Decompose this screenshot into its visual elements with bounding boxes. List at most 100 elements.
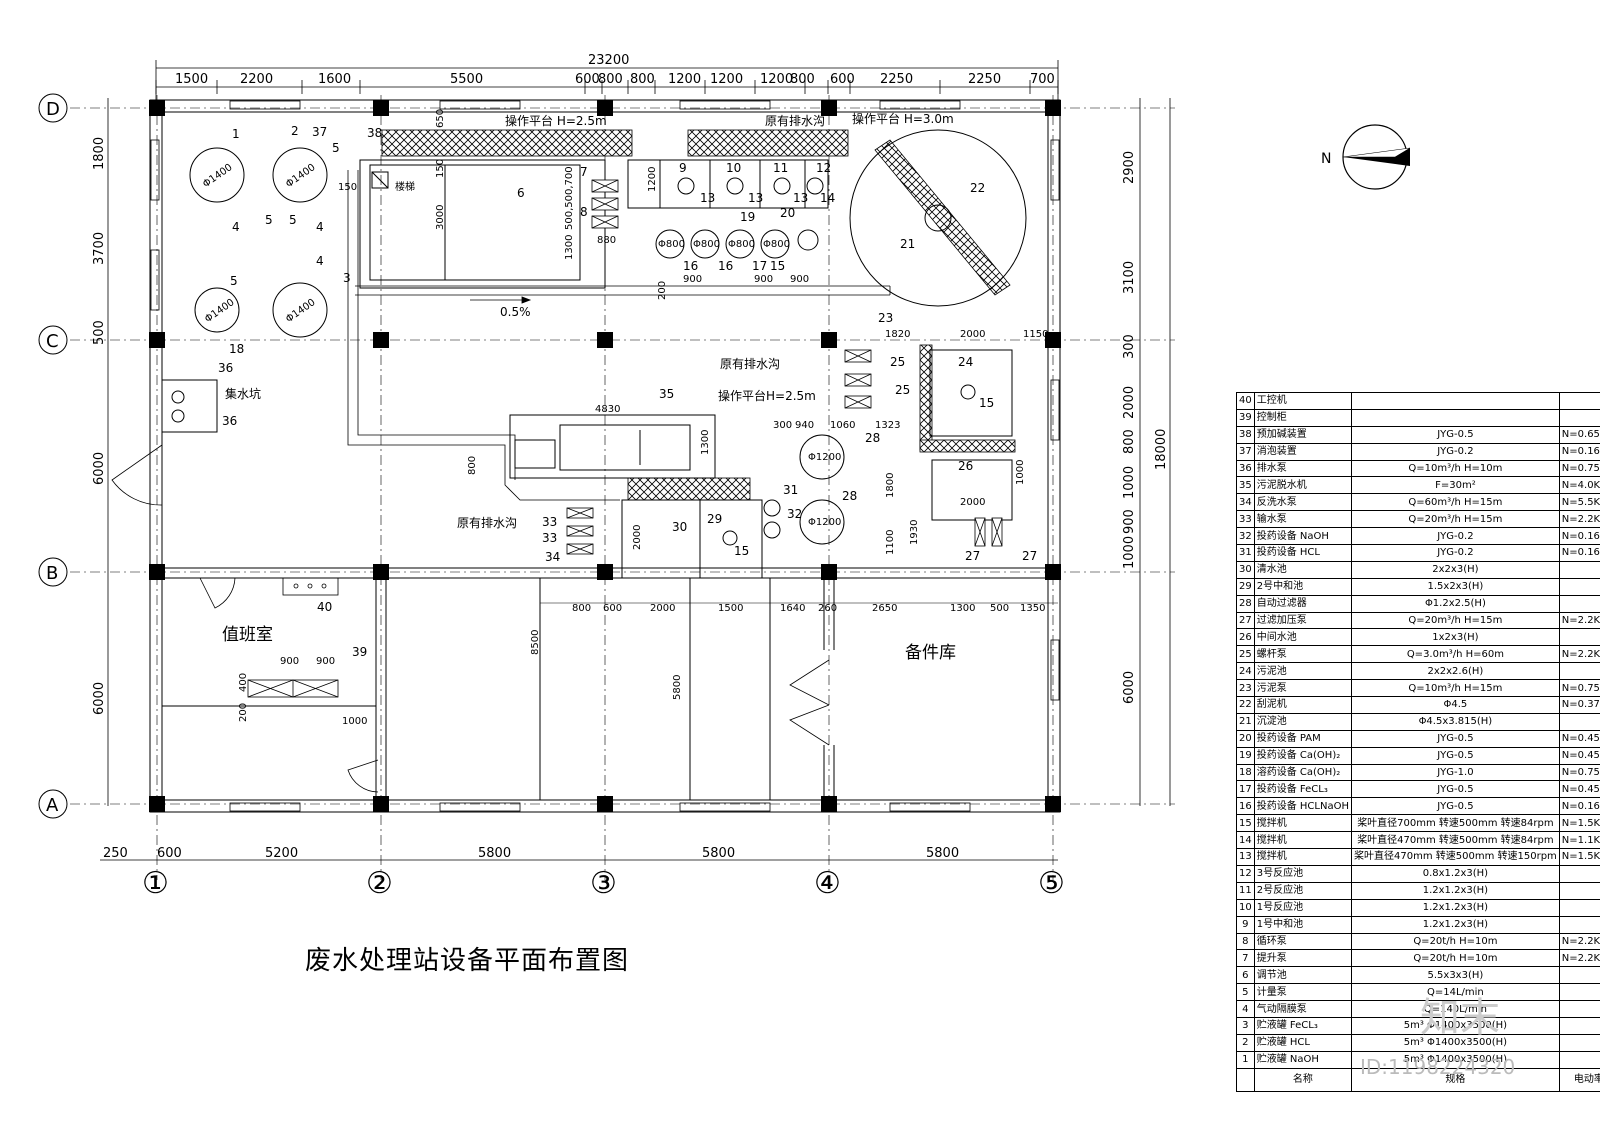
equipment-no-2: 2	[291, 124, 299, 138]
schedule-cell-name: 贮液罐 HCL	[1253, 1033, 1353, 1052]
filter-booster-pumps	[974, 517, 1003, 547]
schedule-cell-spec: Φ1.2x2.5(H)	[1351, 594, 1560, 613]
tank-18-diameter: Φ1400	[203, 297, 237, 325]
equipment-no-4: 4	[316, 220, 324, 234]
inner-dim-d1300b: 1300	[564, 235, 575, 260]
schedule-cell-spec: Q=14L/min	[1351, 983, 1560, 1002]
equipment-no-27: 27	[1022, 549, 1037, 563]
row-b-dim-4: 1640	[780, 603, 805, 614]
schedule-cell-no: 5	[1236, 983, 1255, 1002]
platform-label-top: 操作平台 H=2.5m	[505, 113, 607, 128]
equipment-no-15: 15	[734, 544, 749, 558]
schedule-cell-no: 7	[1236, 949, 1255, 968]
schedule-cell-power: N=0.37KW	[1558, 696, 1600, 714]
overall-width: 23200	[588, 53, 629, 68]
schedule-cell-no: 24	[1236, 662, 1255, 681]
top-dim-14: 700	[1030, 72, 1055, 87]
dosing-units	[655, 229, 819, 259]
slope-label: 0.5%	[500, 305, 531, 319]
schedule-cell-power: N=2.2KW	[1558, 645, 1600, 664]
bottom-dim-4: 5800	[702, 846, 735, 861]
schedule-cell-spec: 桨叶直径470mm 转速500mm 转速150rpm	[1351, 848, 1560, 866]
schedule-cell-spec	[1351, 392, 1560, 410]
inner-dim-d200b: 200	[657, 281, 668, 300]
equipment-no-33: 33	[542, 515, 557, 529]
equipment-no-34: 34	[545, 550, 560, 564]
schedule-cell-power	[1558, 594, 1600, 613]
schedule-cell-name: 反洗水泵	[1253, 493, 1353, 512]
row-b-dim-2: 2000	[650, 603, 675, 614]
equipment-no-25: 25	[890, 355, 905, 369]
schedule-cell-power	[1558, 662, 1600, 681]
axis-col-5: ⑤	[1038, 866, 1065, 901]
inner-dim-d2000a: 2000	[960, 329, 985, 340]
windows	[150, 100, 1060, 812]
schedule-cell-name: 投药设备 NaOH	[1253, 527, 1353, 546]
schedule-cell-no: 27	[1236, 611, 1255, 630]
tank-1-diameter: Φ1400	[201, 162, 235, 190]
equipment-no-16: 16	[683, 259, 698, 273]
schedule-cell-no: 23	[1236, 679, 1255, 698]
equipment-no-5: 5	[332, 141, 340, 155]
equipment-no-40: 40	[317, 600, 332, 614]
schedule-cell-power: N=0.45KW	[1558, 746, 1600, 765]
equipment-no-1: 1	[232, 127, 240, 141]
axis-col-2: ②	[366, 866, 393, 901]
tank-2-diameter: Φ1400	[284, 162, 318, 190]
inner-dim-d300: 300	[773, 420, 792, 431]
equipment-no-18: 18	[229, 342, 244, 356]
equipment-no-38: 38	[367, 126, 382, 140]
schedule-cell-no: 22	[1236, 696, 1255, 714]
schedule-cell-spec: 1.2x1.2x3(H)	[1351, 898, 1560, 917]
schedule-cell-power	[1558, 577, 1600, 596]
equipment-no-21: 21	[900, 237, 915, 251]
column	[821, 564, 837, 580]
transfer-pumps	[566, 507, 594, 555]
equipment-table: 40工控机1台39控制柜2台38预加碱装置JYG-0.5N=0.65KW1套37…	[1236, 392, 1600, 1092]
schedule-cell-name: 投药设备 PAM	[1253, 729, 1353, 748]
schedule-cell-power: N=0.75KW	[1558, 459, 1600, 478]
schedule-cell-no: 11	[1236, 881, 1255, 900]
equipment-no-13: 13	[748, 191, 763, 205]
schedule-cell-name: 输水泵	[1253, 510, 1353, 529]
equipment-no-23: 23	[878, 311, 893, 325]
schedule-cell-name: 提升泵	[1253, 949, 1353, 968]
axis-col-3: ③	[590, 866, 617, 901]
inner-dim-d940: 940	[795, 420, 814, 431]
schedule-cell-name: 中间水池	[1253, 628, 1353, 647]
row-b-dim-1: 600	[603, 603, 622, 614]
top-dim-12: 2250	[880, 72, 913, 87]
schedule-cell-power: N=2.2KW	[1558, 611, 1600, 630]
schedule-cell-name: 清水池	[1253, 560, 1353, 579]
right-dim-2: 300	[1122, 334, 1137, 359]
right-dim-6: 900	[1122, 509, 1137, 534]
row-b-dim-9: 1350	[1020, 603, 1045, 614]
axis-row-d: D	[46, 99, 60, 120]
axis-col-4: ④	[814, 866, 841, 901]
equipment-no-4: 4	[232, 220, 240, 234]
schedule-cell-name: 沉淀池	[1253, 712, 1353, 731]
schedule-cell-power	[1558, 1000, 1600, 1018]
schedule-cell-no: 10	[1236, 898, 1255, 917]
storage-tanks	[189, 147, 328, 338]
equipment-no-30: 30	[672, 520, 687, 534]
watermark-id: ID:1198224320	[1360, 1055, 1516, 1079]
schedule-cell-no: 34	[1236, 493, 1255, 512]
schedule-cell-no: 14	[1236, 831, 1255, 850]
equipment-schedule: 40工控机1台39控制柜2台38预加碱装置JYG-0.5N=0.65KW1套37…	[1236, 392, 1600, 1131]
inner-dim-d800a: 800	[467, 456, 478, 475]
